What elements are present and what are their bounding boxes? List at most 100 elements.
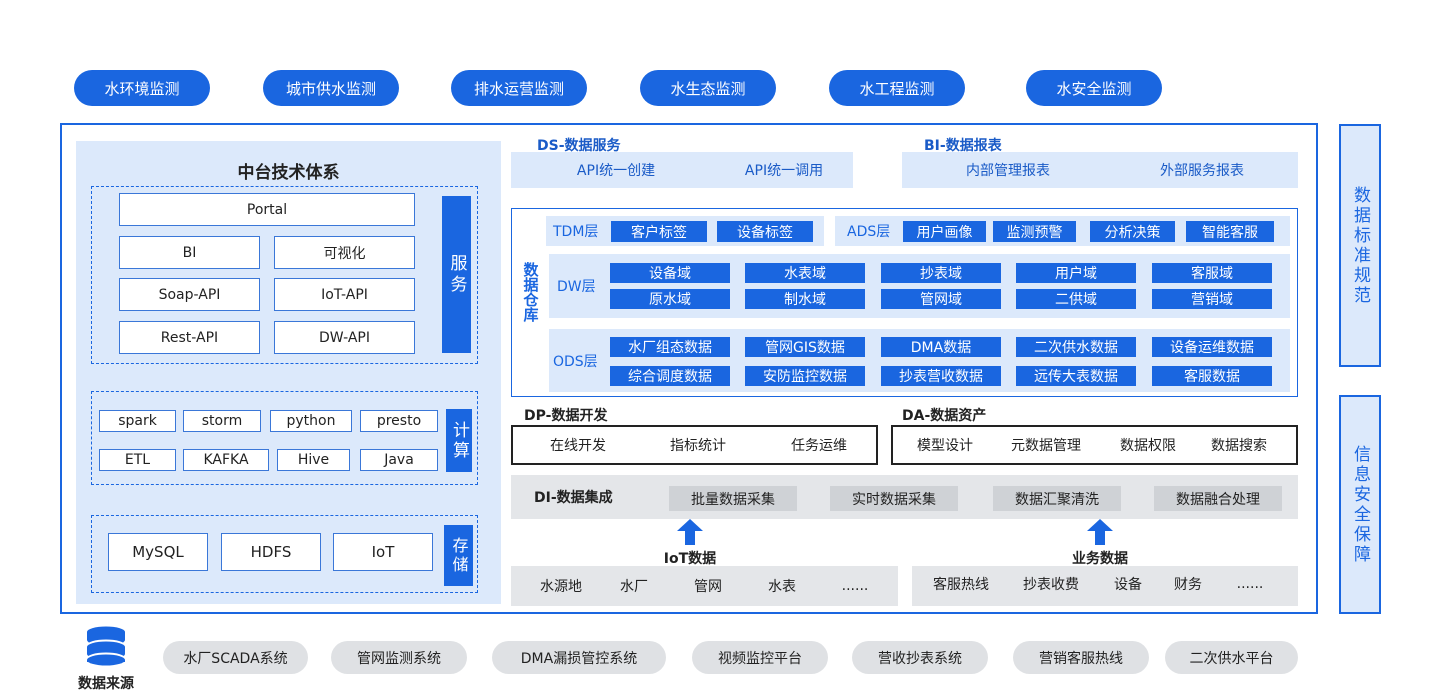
iot-more: ...... <box>841 578 869 594</box>
dp-task-ops: 任务运维 <box>791 438 847 454</box>
data-standards-text: 数据标准规范 <box>1350 185 1370 306</box>
da-permission: 数据权限 <box>1120 438 1176 454</box>
compute-etl: ETL <box>99 449 176 471</box>
compute-spark: spark <box>99 410 176 432</box>
compute-kafka: KAFKA <box>183 449 269 471</box>
da-metadata: 元数据管理 <box>1011 438 1081 454</box>
ds-api-invoke: API统一调用 <box>744 163 824 179</box>
service-iot-api: IoT-API <box>274 278 415 311</box>
ods-service-data: 客服数据 <box>1152 366 1272 386</box>
service-visualization: 可视化 <box>274 236 415 269</box>
database-icon <box>87 626 125 666</box>
ads-analysis-decision: 分析决策 <box>1090 221 1175 242</box>
service-dw-api: DW-API <box>274 321 415 354</box>
dw-meter-domain: 水表域 <box>745 263 865 283</box>
ads-label: ADS层 <box>847 224 891 240</box>
da-title: DA-数据资产 <box>902 408 987 424</box>
ods-security-monitor: 安防监控数据 <box>745 366 865 386</box>
ods-dma: DMA数据 <box>881 337 1001 357</box>
da-search: 数据搜索 <box>1211 438 1267 454</box>
biz-data-panel <box>912 566 1298 606</box>
di-realtime-collect: 实时数据采集 <box>830 486 958 511</box>
service-portal: Portal <box>119 193 415 226</box>
bi-title: BI-数据报表 <box>924 138 1002 154</box>
ads-monitor-alert: 监测预警 <box>993 221 1076 242</box>
biz-up-arrow-icon <box>1087 519 1113 545</box>
iot-data-panel <box>511 566 898 606</box>
bi-external-report: 外部服务报表 <box>1160 163 1244 179</box>
dw-pipe-domain: 管网域 <box>881 289 1001 309</box>
dp-metric-stats: 指标统计 <box>670 438 726 454</box>
ds-title: DS-数据服务 <box>537 138 621 154</box>
compute-python: python <box>270 410 352 432</box>
biz-more: ...... <box>1236 576 1264 592</box>
source-secondary-supply: 二次供水平台 <box>1165 641 1298 674</box>
iot-up-arrow-icon <box>677 519 703 545</box>
ads-smart-service: 智能客服 <box>1186 221 1274 242</box>
warehouse-frame <box>511 208 1298 397</box>
ods-device-ops: 设备运维数据 <box>1152 337 1272 357</box>
service-bi: BI <box>119 236 260 269</box>
warehouse-label: 数据仓库 <box>520 262 540 327</box>
scenario-water-safety: 水安全监测 <box>1026 70 1162 106</box>
compute-group <box>91 391 478 485</box>
iot-water-plant: 水厂 <box>620 579 648 595</box>
services-label: 服务 <box>442 196 471 353</box>
compute-java: Java <box>360 449 438 471</box>
ds-api-create: API统一创建 <box>576 163 656 179</box>
storage-iot: IoT <box>333 533 433 571</box>
source-dma-leak: DMA漏损管控系统 <box>492 641 666 674</box>
iot-data-label: IoT数据 <box>663 551 717 567</box>
dp-title: DP-数据开发 <box>524 408 608 424</box>
ods-plant-config: 水厂组态数据 <box>610 337 730 357</box>
di-aggregate-clean: 数据汇聚清洗 <box>993 486 1121 511</box>
di-fusion-process: 数据融合处理 <box>1154 486 1282 511</box>
ods-remote-meter: 远传大表数据 <box>1016 366 1136 386</box>
dw-reading-domain: 抄表域 <box>881 263 1001 283</box>
service-rest-api: Rest-API <box>119 321 260 354</box>
ods-secondary-supply: 二次供水数据 <box>1016 337 1136 357</box>
ods-pipe-gis: 管网GIS数据 <box>745 337 865 357</box>
services-group <box>91 186 478 364</box>
tdm-customer-tag: 客户标签 <box>611 221 707 242</box>
ods-dispatch: 综合调度数据 <box>610 366 730 386</box>
info-security-panel: 信息安全保障 <box>1339 395 1381 614</box>
scenario-water-engineering: 水工程监测 <box>829 70 965 106</box>
storage-label: 存储 <box>444 525 473 586</box>
bi-panel <box>902 152 1298 188</box>
storage-label-text: 存储 <box>449 536 469 575</box>
di-batch-collect: 批量数据采集 <box>669 486 797 511</box>
da-model-design: 模型设计 <box>917 438 973 454</box>
ods-billing: 抄表营收数据 <box>881 366 1001 386</box>
biz-device: 设备 <box>1114 577 1142 593</box>
scenario-urban-water-supply: 城市供水监测 <box>263 70 399 106</box>
storage-mysql: MySQL <box>108 533 208 571</box>
data-source-label: 数据来源 <box>78 676 134 692</box>
ads-user-portrait: 用户画像 <box>903 221 986 242</box>
dw-marketing-domain: 营销域 <box>1152 289 1272 309</box>
compute-presto: presto <box>360 410 438 432</box>
tdm-label: TDM层 <box>553 224 599 240</box>
scenario-water-environment: 水环境监测 <box>74 70 210 106</box>
dw-device-domain: 设备域 <box>610 263 730 283</box>
dw-user-domain: 用户域 <box>1016 263 1136 283</box>
biz-data-label: 业务数据 <box>1072 551 1128 567</box>
source-scada: 水厂SCADA系统 <box>163 641 308 674</box>
biz-billing: 抄表收费 <box>1023 577 1079 593</box>
iot-pipe-network: 管网 <box>694 579 722 595</box>
data-standards-panel: 数据标准规范 <box>1339 124 1381 367</box>
iot-water-meter: 水表 <box>768 579 796 595</box>
source-marketing-hotline: 营销客服热线 <box>1013 641 1149 674</box>
service-soap-api: Soap-API <box>119 278 260 311</box>
ds-panel <box>511 152 853 188</box>
dp-online-dev: 在线开发 <box>550 438 606 454</box>
compute-storm: storm <box>183 410 261 432</box>
scenario-drainage-operation: 排水运营监测 <box>451 70 587 106</box>
source-pipe-monitor: 管网监测系统 <box>331 641 467 674</box>
da-box <box>891 425 1298 465</box>
di-title: DI-数据集成 <box>534 490 613 506</box>
ods-label: ODS层 <box>553 353 598 370</box>
compute-label: 计算 <box>446 409 472 472</box>
services-label-text: 服务 <box>446 253 467 296</box>
dw-secondary-domain: 二供域 <box>1016 289 1136 309</box>
